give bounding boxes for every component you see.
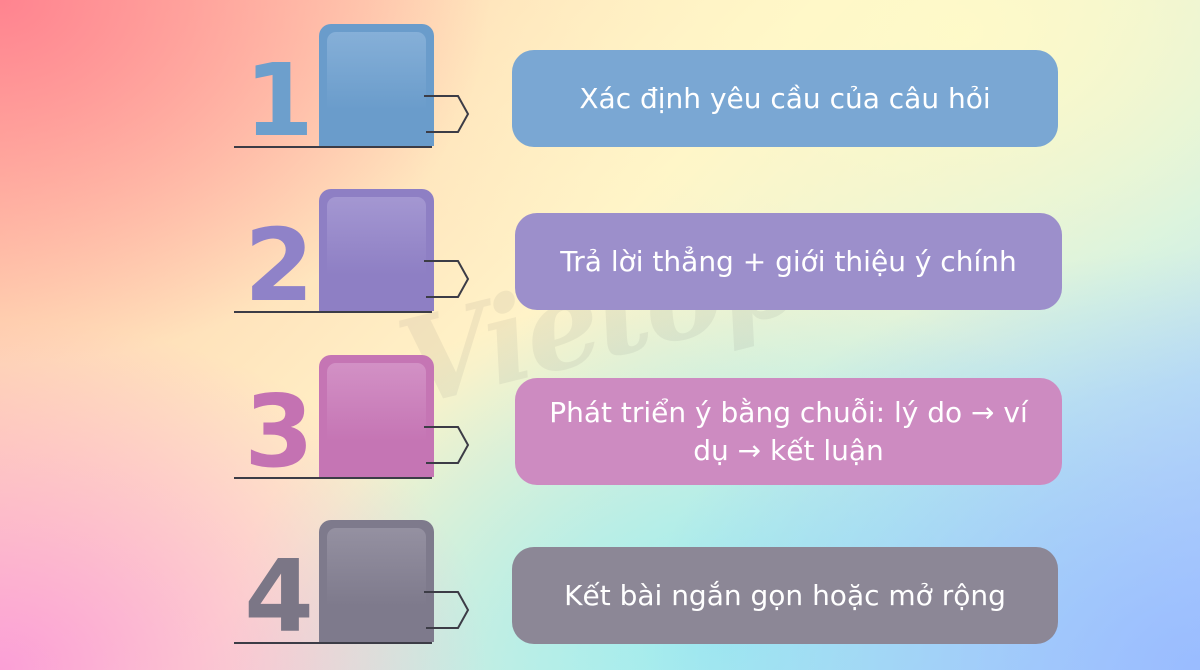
step-text-1: Xác định yêu cầu của câu hỏi bbox=[579, 81, 991, 115]
step-arrow-3 bbox=[424, 426, 470, 464]
step-text-2: Trả lời thẳng + giới thiệu ý chính bbox=[560, 244, 1017, 278]
step-arrow-2 bbox=[424, 260, 470, 298]
step-box-3: Phát triển ý bằng chuỗi: lý do → ví dụ →… bbox=[515, 378, 1062, 485]
step-card-3 bbox=[319, 355, 434, 477]
step-base-line-2 bbox=[234, 311, 432, 313]
step-text-4: Kết bài ngắn gọn hoặc mở rộng bbox=[564, 578, 1006, 612]
step-box-4: Kết bài ngắn gọn hoặc mở rộng bbox=[512, 547, 1058, 644]
step-base-line-3 bbox=[234, 477, 432, 479]
step-text-3: Phát triển ý bằng chuỗi: lý do → ví dụ →… bbox=[549, 395, 1028, 467]
step-card-2 bbox=[319, 189, 434, 311]
step-row-2: 2 bbox=[0, 189, 1200, 339]
step-number-4: 4 bbox=[244, 538, 314, 655]
step-row-4: 4 bbox=[0, 520, 1200, 670]
step-card-1 bbox=[319, 24, 434, 146]
step-card-4 bbox=[319, 520, 434, 642]
step-box-2: Trả lời thẳng + giới thiệu ý chính bbox=[515, 213, 1062, 310]
step-number-2: 2 bbox=[244, 207, 314, 324]
step-base-line-1 bbox=[234, 146, 432, 148]
step-number-3: 3 bbox=[244, 373, 314, 490]
step-row-3: 3 bbox=[0, 355, 1200, 505]
step-base-line-4 bbox=[234, 642, 432, 644]
step-arrow-4 bbox=[424, 591, 470, 629]
step-box-1: Xác định yêu cầu của câu hỏi bbox=[512, 50, 1058, 147]
step-number-1: 1 bbox=[244, 42, 314, 159]
step-row-1: 1 bbox=[0, 24, 1200, 174]
step-arrow-1 bbox=[424, 95, 470, 133]
